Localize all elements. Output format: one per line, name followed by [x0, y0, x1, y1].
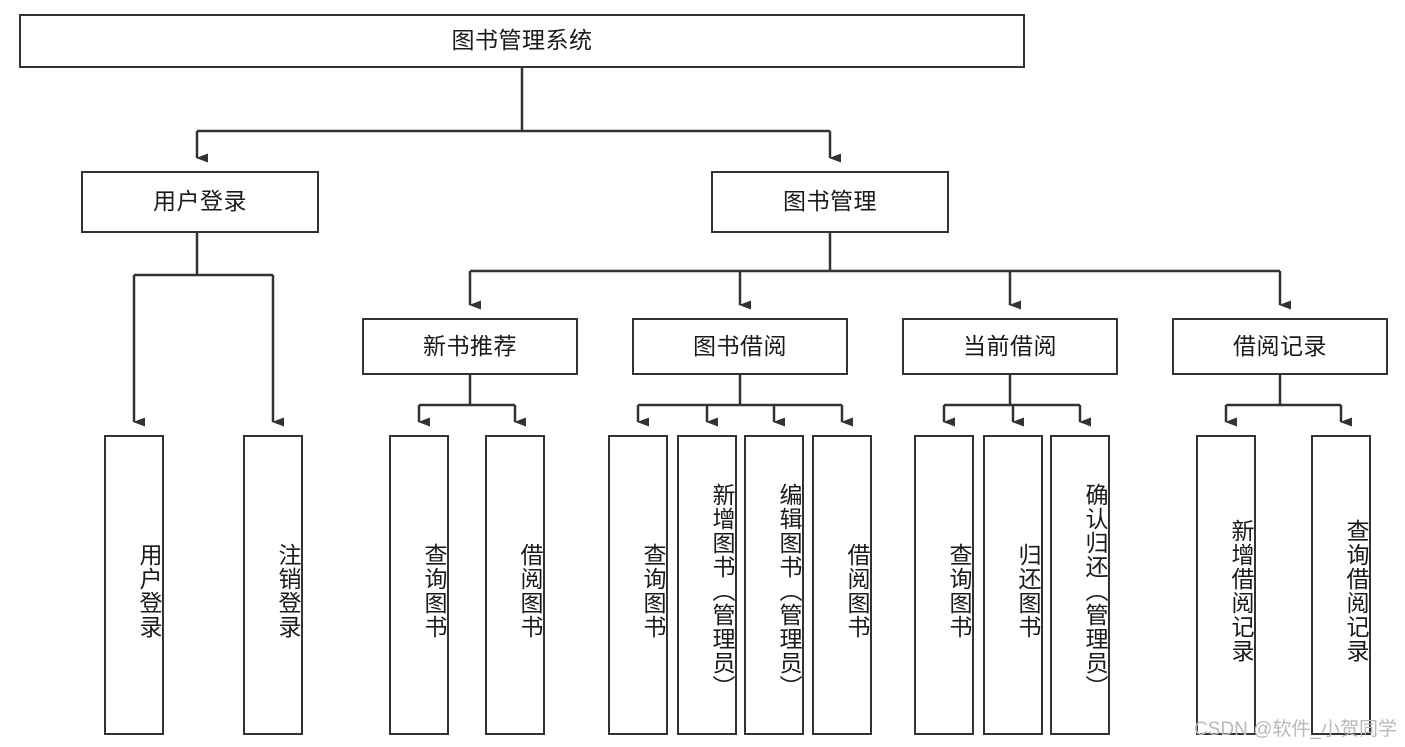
- node-new-book-recommend-label: 新书推荐: [423, 332, 517, 359]
- node-current-borrow-label: 当前借阅: [963, 332, 1057, 359]
- node-book-borrow[interactable]: 图书借阅: [632, 318, 848, 375]
- node-leaf-add-book-admin-label: 新增图书（管理员）: [709, 483, 735, 699]
- node-root[interactable]: 图书管理系统: [19, 14, 1025, 68]
- node-user-login-label: 用户登录: [153, 188, 247, 215]
- node-leaf-add-borrow-record-label: 新增借阅记录: [1228, 519, 1254, 663]
- node-leaf-borrow-book-1[interactable]: 借阅图书: [485, 435, 545, 735]
- node-leaf-user-login[interactable]: 用户登录: [104, 435, 164, 735]
- node-leaf-confirm-return-admin-label: 确认归还（管理员）: [1082, 483, 1108, 699]
- node-borrow-record-label: 借阅记录: [1233, 332, 1327, 359]
- node-borrow-record[interactable]: 借阅记录: [1172, 318, 1388, 375]
- node-leaf-user-login-label: 用户登录: [136, 543, 162, 639]
- node-leaf-query-book-2-label: 查询图书: [640, 543, 666, 639]
- node-book-manage-label: 图书管理: [783, 188, 877, 215]
- node-leaf-logout-login[interactable]: 注销登录: [243, 435, 303, 735]
- node-leaf-query-book-1-label: 查询图书: [421, 543, 447, 639]
- node-leaf-return-book[interactable]: 归还图书: [983, 435, 1043, 735]
- node-new-book-recommend[interactable]: 新书推荐: [362, 318, 578, 375]
- node-leaf-query-book-1[interactable]: 查询图书: [389, 435, 449, 735]
- node-leaf-borrow-book-2[interactable]: 借阅图书: [812, 435, 872, 735]
- node-leaf-query-book-3-label: 查询图书: [946, 543, 972, 639]
- node-user-login[interactable]: 用户登录: [81, 171, 319, 233]
- node-leaf-query-book-2[interactable]: 查询图书: [608, 435, 668, 735]
- node-leaf-borrow-book-2-label: 借阅图书: [844, 543, 870, 639]
- node-leaf-add-book-admin[interactable]: 新增图书（管理员）: [677, 435, 737, 735]
- node-root-label: 图书管理系统: [451, 27, 593, 54]
- node-leaf-edit-book-admin[interactable]: 编辑图书（管理员）: [744, 435, 804, 735]
- node-book-manage[interactable]: 图书管理: [711, 171, 949, 233]
- node-leaf-query-book-3[interactable]: 查询图书: [914, 435, 974, 735]
- node-leaf-query-borrow-record-label: 查询借阅记录: [1343, 519, 1369, 663]
- node-leaf-query-borrow-record[interactable]: 查询借阅记录: [1311, 435, 1371, 735]
- csdn-watermark: CSDN @软件_小贺同学: [1194, 719, 1397, 740]
- node-leaf-edit-book-admin-label: 编辑图书（管理员）: [776, 483, 802, 699]
- node-book-borrow-label: 图书借阅: [693, 332, 787, 359]
- node-leaf-confirm-return-admin[interactable]: 确认归还（管理员）: [1050, 435, 1110, 735]
- node-leaf-return-book-label: 归还图书: [1015, 543, 1041, 639]
- node-leaf-logout-login-label: 注销登录: [275, 543, 301, 639]
- node-current-borrow[interactable]: 当前借阅: [902, 318, 1118, 375]
- node-leaf-borrow-book-1-label: 借阅图书: [517, 543, 543, 639]
- node-leaf-add-borrow-record[interactable]: 新增借阅记录: [1196, 435, 1256, 735]
